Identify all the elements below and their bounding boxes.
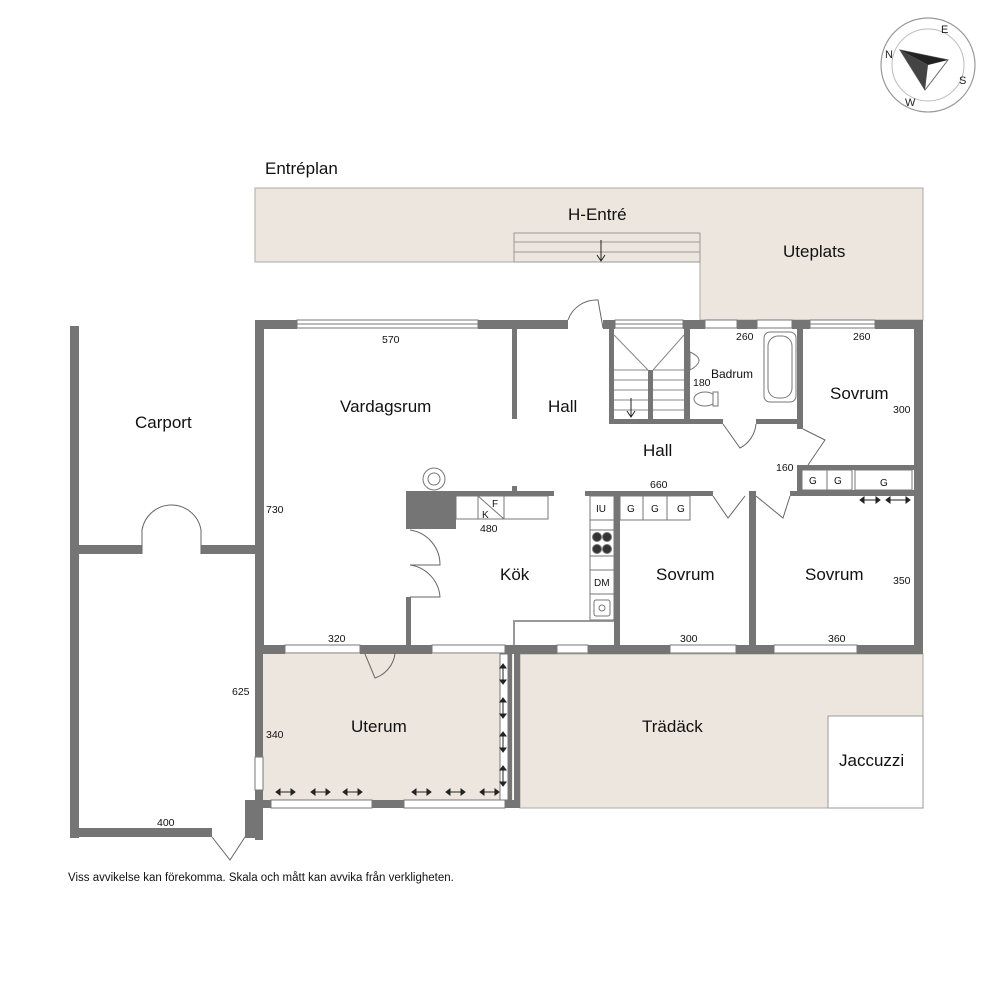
windows bbox=[254, 319, 876, 809]
sovrum-top-door bbox=[802, 428, 826, 466]
room-sovrum-right: Sovrum bbox=[805, 565, 864, 584]
kitchen-door-bottom bbox=[409, 564, 441, 598]
dim-400: 400 bbox=[157, 817, 175, 829]
room-carport: Carport bbox=[135, 413, 192, 432]
room-sovrum-mid: Sovrum bbox=[656, 565, 715, 584]
sovrum-mid-door bbox=[712, 495, 746, 519]
dim-300-sovrum: 300 bbox=[893, 404, 911, 416]
room-jaccuzzi: Jaccuzzi bbox=[839, 751, 904, 770]
carport-bottom-door bbox=[211, 836, 246, 861]
dimension-labels: 570 260 260 180 300 160 660 730 480 350 … bbox=[157, 331, 911, 829]
dim-730: 730 bbox=[266, 504, 284, 516]
room-labels: Entréplan H-Entré Uteplats Carport Varda… bbox=[135, 159, 904, 770]
fixture-k: K bbox=[482, 510, 489, 521]
compass-s: S bbox=[959, 75, 966, 87]
room-vardagsrum: Vardagsrum bbox=[340, 397, 431, 416]
carport-door bbox=[141, 504, 202, 554]
bathroom-door bbox=[722, 423, 757, 449]
sovrum-right-door bbox=[755, 495, 791, 519]
bathroom-fixtures bbox=[689, 331, 797, 407]
room-uterum: Uterum bbox=[351, 717, 407, 736]
dim-350: 350 bbox=[893, 575, 911, 587]
room-uteplats: Uteplats bbox=[783, 242, 845, 261]
fixture-f: F bbox=[492, 499, 498, 510]
fixture-labels: F K IU DM G G G G G G bbox=[482, 476, 888, 589]
dim-480: 480 bbox=[480, 523, 498, 535]
room-kok: Kök bbox=[500, 565, 530, 584]
fixture-g-5: G bbox=[834, 476, 842, 487]
fixture-iu: IU bbox=[596, 504, 606, 515]
room-h-entre: H-Entré bbox=[568, 205, 627, 224]
dim-260-badrum: 260 bbox=[736, 331, 754, 343]
fixture-g-3: G bbox=[677, 504, 685, 515]
dim-340: 340 bbox=[266, 729, 284, 741]
fixture-g-2: G bbox=[651, 504, 659, 515]
dim-320: 320 bbox=[328, 633, 346, 645]
compass-icon: N E S W bbox=[880, 17, 976, 113]
jaccuzzi-area bbox=[827, 715, 924, 809]
dim-300-mid: 300 bbox=[680, 633, 698, 645]
staircase bbox=[613, 334, 685, 418]
room-badrum: Badrum bbox=[711, 367, 753, 381]
uterum-floor bbox=[263, 654, 513, 800]
room-hall-lower: Hall bbox=[643, 441, 672, 460]
dim-360: 360 bbox=[828, 633, 846, 645]
dim-570: 570 bbox=[382, 334, 400, 346]
outdoor-areas bbox=[254, 187, 924, 809]
entrance-door bbox=[567, 299, 604, 329]
dim-260-sovrum: 260 bbox=[853, 331, 871, 343]
dim-180: 180 bbox=[693, 377, 711, 389]
uterum-door bbox=[364, 653, 396, 679]
sliding-door-markers bbox=[275, 496, 911, 796]
kitchen-door-top bbox=[409, 529, 441, 566]
fixture-dm: DM bbox=[594, 578, 610, 589]
compass-n: N bbox=[885, 49, 893, 61]
dim-625: 625 bbox=[232, 686, 250, 698]
entrance-steps bbox=[513, 232, 701, 263]
room-tradack: Trädäck bbox=[642, 717, 703, 736]
fixture-g-4: G bbox=[809, 476, 817, 487]
compass-e: E bbox=[941, 24, 948, 36]
plan-title: Entréplan bbox=[265, 159, 338, 178]
doors bbox=[141, 299, 826, 861]
sink-icon bbox=[689, 351, 700, 371]
dim-660: 660 bbox=[650, 479, 668, 491]
compass-w: W bbox=[905, 97, 916, 109]
room-sovrum-top: Sovrum bbox=[830, 384, 889, 403]
kitchen-fixtures bbox=[422, 467, 913, 621]
dim-160: 160 bbox=[776, 462, 794, 474]
fixture-g-1: G bbox=[627, 504, 635, 515]
disclaimer-text: Viss avvikelse kan förekomma. Skala och … bbox=[68, 872, 454, 884]
walls bbox=[70, 320, 923, 840]
fixture-g-6: G bbox=[880, 478, 888, 489]
room-hall-upper: Hall bbox=[548, 397, 577, 416]
